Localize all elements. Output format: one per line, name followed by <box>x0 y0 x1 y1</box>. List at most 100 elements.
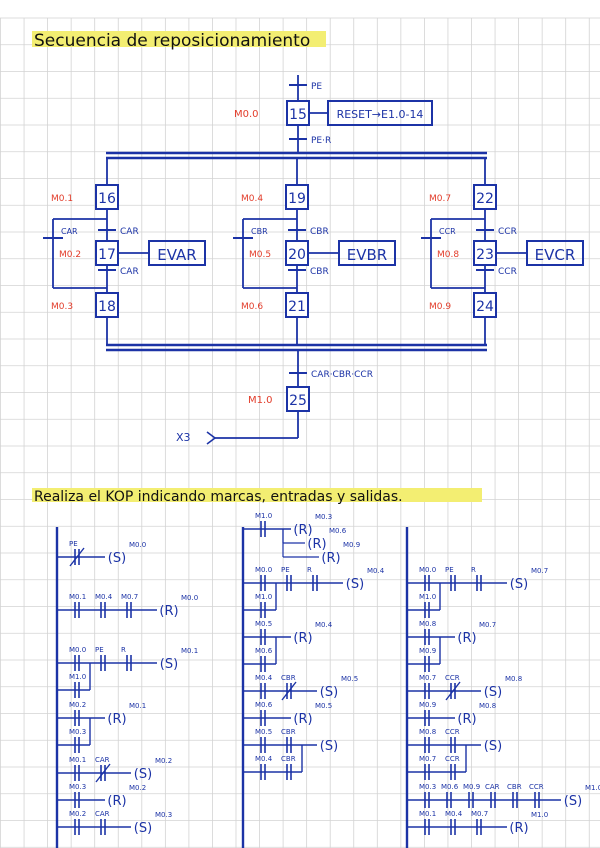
contact-label: M0.3 <box>69 783 86 791</box>
action-text: EVCR <box>535 246 576 264</box>
coil-label: M0.7 <box>531 567 548 575</box>
step-number: 18 <box>98 299 116 315</box>
coil-reset: (R) <box>293 631 312 646</box>
contact-label: M0.2 <box>69 810 86 818</box>
action-text: EVAR <box>157 246 196 264</box>
contact-label: M0.6 <box>441 783 459 791</box>
step-mark: M1.0 <box>248 395 273 406</box>
contact-label: M0.6 <box>255 647 273 655</box>
contact-label: M1.0 <box>419 593 436 601</box>
coil-label: M0.4 <box>367 567 385 575</box>
coil-set: (S) <box>510 577 528 592</box>
action-box <box>148 240 206 266</box>
contact-label: M1.0 <box>69 673 86 681</box>
section-title: Secuencia de reposicionamiento <box>34 31 310 51</box>
contact-label: M0.7 <box>471 810 488 818</box>
transition-condition: CCR <box>498 227 517 237</box>
title-highlight <box>32 31 326 47</box>
coil-label: M0.6 <box>329 527 347 535</box>
contact-label: M0.1 <box>69 756 86 764</box>
step-23 <box>473 240 497 266</box>
transition-condition: CAR <box>120 227 139 237</box>
coil-label: M0.4 <box>315 621 333 629</box>
step-21 <box>285 292 309 318</box>
coil-label: M0.0 <box>181 594 198 602</box>
transition-condition: CBR <box>310 227 329 237</box>
action-text: RESET→E1.0-14 <box>337 108 424 121</box>
step-16 <box>95 184 119 210</box>
contact-label: M0.3 <box>69 728 86 736</box>
contact-label: M0.9 <box>419 647 436 655</box>
contact-label: M0.6 <box>255 701 273 709</box>
coil-reset: (R) <box>293 523 312 538</box>
coil-reset: (R) <box>293 712 312 727</box>
step-number: 16 <box>98 191 116 207</box>
coil-label: M0.1 <box>181 647 198 655</box>
transition-condition: CCR <box>498 267 517 277</box>
contact-label: PE <box>69 540 78 548</box>
step-mark: M0.8 <box>437 250 459 260</box>
transition-condition: CAR <box>120 267 139 277</box>
coil-reset: (R) <box>457 712 476 727</box>
step-mark: M0.9 <box>429 302 451 312</box>
transition-condition: CAR <box>61 227 78 236</box>
contact-label: M0.7 <box>121 593 138 601</box>
contact-label: M0.0 <box>255 566 272 574</box>
contact-label: M0.8 <box>419 728 436 736</box>
step-19 <box>285 184 309 210</box>
action-box <box>338 240 396 266</box>
contact-label: CBR <box>281 674 296 682</box>
contact-label: M1.0 <box>255 512 272 520</box>
coil-label: M0.3 <box>315 513 332 521</box>
step-18 <box>95 292 119 318</box>
contact-label: PE <box>445 566 454 574</box>
coil-set: (S) <box>484 685 502 700</box>
coil-label: M0.8 <box>505 675 522 683</box>
step-number: 23 <box>476 247 494 263</box>
contact-label: R <box>307 566 312 574</box>
step-number: 21 <box>288 299 306 315</box>
action-box <box>327 100 433 126</box>
contact-label: CCR <box>445 755 460 763</box>
step-mark: M0.1 <box>51 194 73 204</box>
transition-condition: PE·R <box>311 136 331 146</box>
step-number: 15 <box>289 107 307 123</box>
step-number: 25 <box>289 393 307 409</box>
step-number: 20 <box>288 247 306 263</box>
contact-label: M0.1 <box>69 593 86 601</box>
coil-reset: (R) <box>307 537 326 552</box>
contact-label: M0.5 <box>255 728 272 736</box>
coil-label: M1.0 <box>531 811 548 819</box>
contact-label: R <box>471 566 476 574</box>
step-number: 22 <box>476 191 494 207</box>
step-mark: M0.2 <box>59 250 81 260</box>
section-title: Realiza el KOP indicando marcas, entrada… <box>34 489 403 505</box>
step-number: 24 <box>476 299 494 315</box>
coil-set: (S) <box>346 577 364 592</box>
step-mark: M0.5 <box>249 250 271 260</box>
contact-label: M0.9 <box>419 701 436 709</box>
coil-set: (S) <box>320 739 338 754</box>
coil-reset: (R) <box>107 794 126 809</box>
step-number: 19 <box>288 191 306 207</box>
contact-label: R <box>121 646 126 654</box>
contact-label: CCR <box>445 728 460 736</box>
coil-set: (S) <box>564 794 582 809</box>
contact-label: PE <box>281 566 290 574</box>
transition-condition: PE <box>311 82 322 92</box>
contact-label: M0.4 <box>255 755 273 763</box>
contact-label: CAR <box>95 756 110 764</box>
contact-label: M0.0 <box>419 566 436 574</box>
contact-label: CBR <box>281 728 296 736</box>
coil-label: M0.2 <box>155 757 172 765</box>
contact-label: CAR <box>485 783 500 791</box>
action-text: EVBR <box>347 246 387 264</box>
coil-set: (S) <box>134 821 152 836</box>
coil-set: (S) <box>320 685 338 700</box>
step-24 <box>473 292 497 318</box>
contact-label: M0.4 <box>255 674 273 682</box>
action-box <box>526 240 584 266</box>
jump-target: X3 <box>176 431 191 444</box>
step-mark: M0.7 <box>429 194 451 204</box>
